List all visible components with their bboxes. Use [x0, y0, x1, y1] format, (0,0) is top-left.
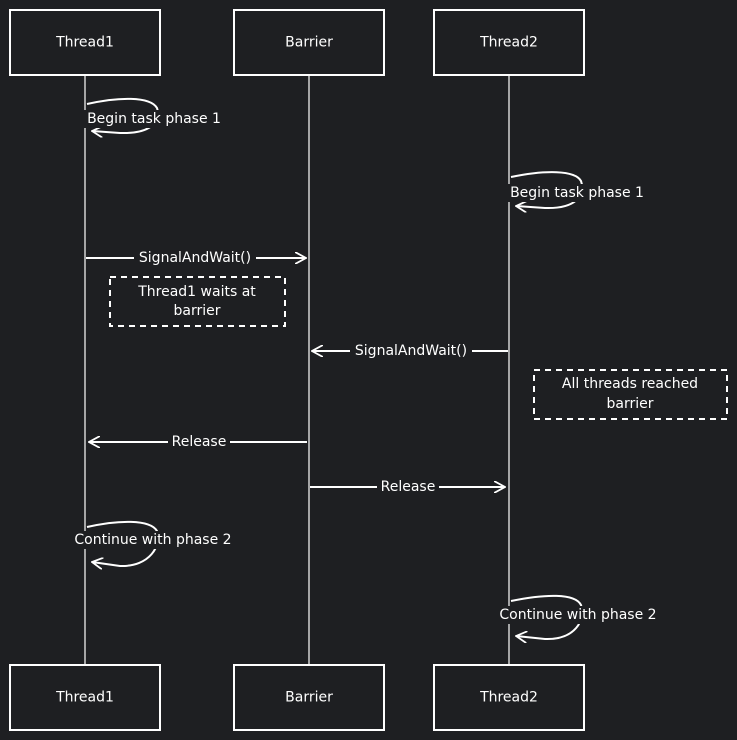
message-label: Begin task phase 1 [87, 111, 221, 127]
note-line-1: Thread1 waits at [137, 284, 256, 300]
message-label: Begin task phase 1 [510, 185, 644, 201]
message-label: SignalAndWait() [139, 250, 251, 266]
participant-thread1-top: Thread1 [9, 9, 161, 76]
participant-thread2-bottom: Thread2 [433, 664, 585, 731]
self-message-thread2-continue: Continue with phase 2 [490, 594, 666, 639]
message-label: SignalAndWait() [355, 343, 467, 359]
note-all-reached: All threads reached barrier [533, 369, 728, 420]
participant-label: Thread1 [55, 690, 114, 706]
message-release-thread1: Release [89, 433, 307, 451]
self-message-thread2-begin: Begin task phase 1 [502, 171, 652, 208]
participant-barrier-bottom: Barrier [233, 664, 385, 731]
message-label: Release [381, 479, 436, 495]
participant-label: Thread2 [479, 35, 538, 51]
participant-barrier-top: Barrier [233, 9, 385, 76]
participant-label: Barrier [285, 35, 333, 51]
message-release-thread2: Release [310, 478, 505, 496]
message-label: Release [172, 434, 227, 450]
message-thread1-signal: SignalAndWait() [86, 249, 306, 267]
note-line-2: barrier [607, 396, 654, 412]
note-thread1-waits: Thread1 waits at barrier [109, 276, 286, 327]
participant-thread1-bottom: Thread1 [9, 664, 161, 731]
participant-label: Thread1 [55, 35, 114, 51]
message-label: Continue with phase 2 [74, 532, 231, 548]
self-message-thread1-continue: Continue with phase 2 [66, 520, 240, 566]
participant-label: Thread2 [479, 690, 538, 706]
participant-label: Barrier [285, 690, 333, 706]
note-line-2: barrier [174, 303, 221, 319]
self-message-thread1-begin: Begin task phase 1 [80, 97, 228, 133]
message-label: Continue with phase 2 [499, 607, 656, 623]
message-thread2-signal: SignalAndWait() [312, 342, 508, 360]
participant-thread2-top: Thread2 [433, 9, 585, 76]
note-line-1: All threads reached [562, 376, 698, 392]
